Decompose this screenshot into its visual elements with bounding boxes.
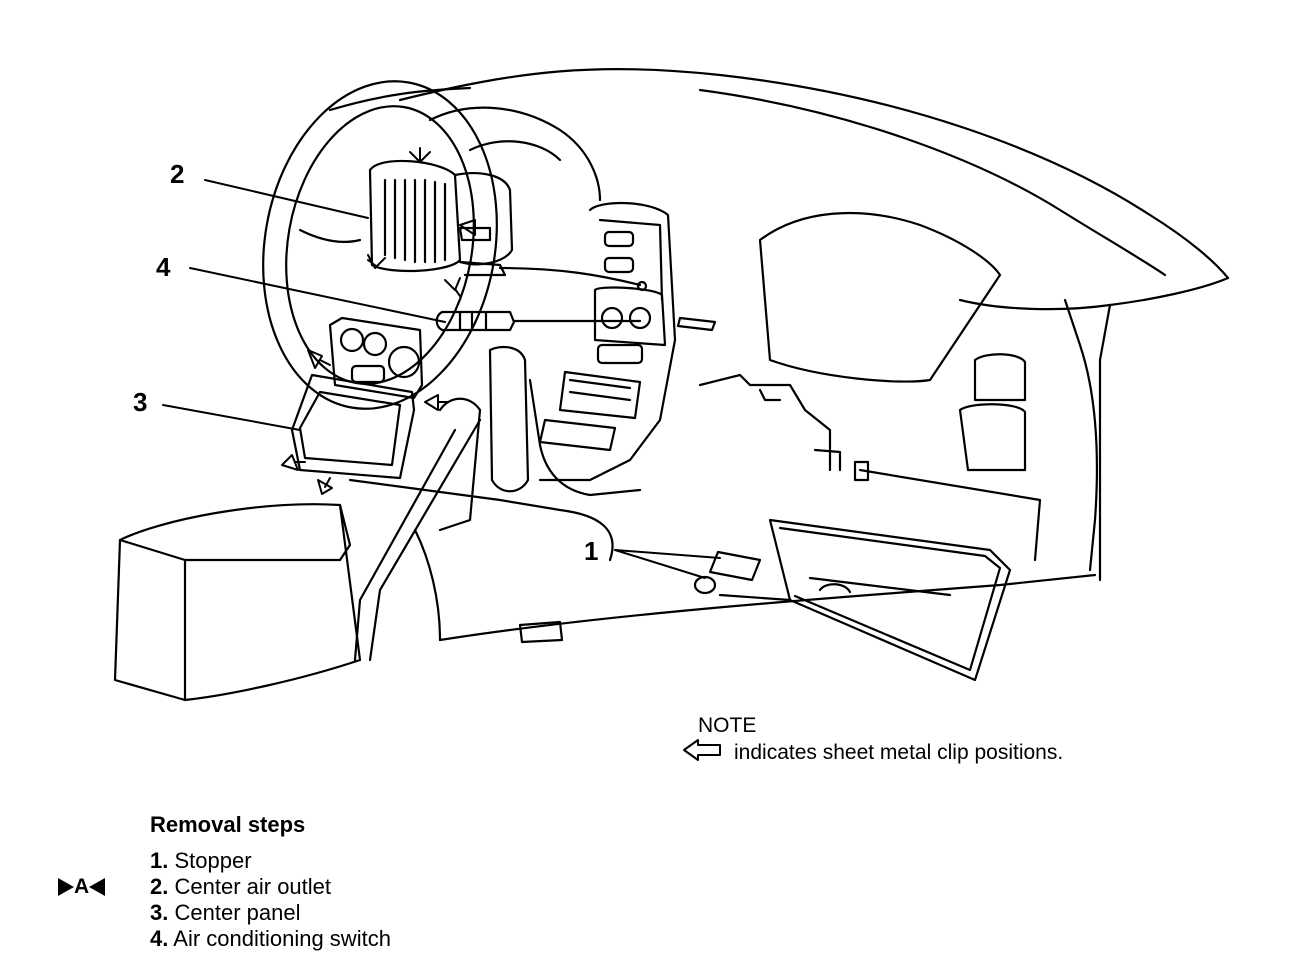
step-number: 3.: [150, 900, 169, 925]
center-air-outlet: [368, 159, 514, 277]
glove-box: [698, 373, 1042, 682]
step-4: 4. Air conditioning switch: [150, 926, 391, 952]
step-3: 3. Center panel: [150, 900, 391, 926]
clip-arrow-icon: [682, 742, 726, 764]
center-console-stack: [528, 202, 677, 497]
step-number: 1.: [150, 848, 169, 873]
triangle-left-icon: [89, 878, 106, 896]
floor-console: [113, 345, 614, 702]
dashboard-outline: [328, 67, 1230, 642]
service-point-letter: A: [74, 875, 90, 898]
step-label: Stopper: [174, 848, 252, 873]
removal-steps: Removal steps 1. Stopper A 2. Center air…: [58, 812, 391, 952]
callout-1: 1: [584, 536, 599, 566]
instrument-hood: [428, 106, 602, 202]
air-conditioning-switch: [435, 310, 642, 332]
leader-lines: [162, 179, 721, 579]
callout-4: 4: [156, 252, 171, 282]
removal-steps-heading: Removal steps: [150, 812, 306, 837]
step-number: 2.: [150, 874, 169, 899]
triangle-right-icon: [58, 878, 74, 896]
step-1: 1. Stopper: [150, 848, 391, 874]
step-label: Center panel: [174, 900, 301, 925]
center-panel: [290, 316, 424, 480]
step-number: 4.: [150, 926, 169, 951]
right-side-vent: [676, 211, 1027, 472]
step-2: A 2. Center air outlet: [58, 874, 391, 900]
stopper: [693, 550, 792, 602]
note-text: indicates sheet metal clip positions.: [734, 741, 1064, 764]
callout-2: 2: [170, 159, 185, 189]
note-clip-arrow-icon: [683, 739, 721, 761]
service-point-marker: A: [58, 874, 106, 900]
note-block: NOTE indicates sheet metal clip position…: [698, 712, 1063, 766]
step-label: Air conditioning switch: [173, 926, 391, 951]
step-label: Center air outlet: [174, 874, 332, 899]
steering-wheel: [262, 80, 498, 410]
callout-3: 3: [133, 387, 148, 417]
clip-arrows: [281, 147, 491, 495]
note-title: NOTE: [698, 714, 757, 737]
